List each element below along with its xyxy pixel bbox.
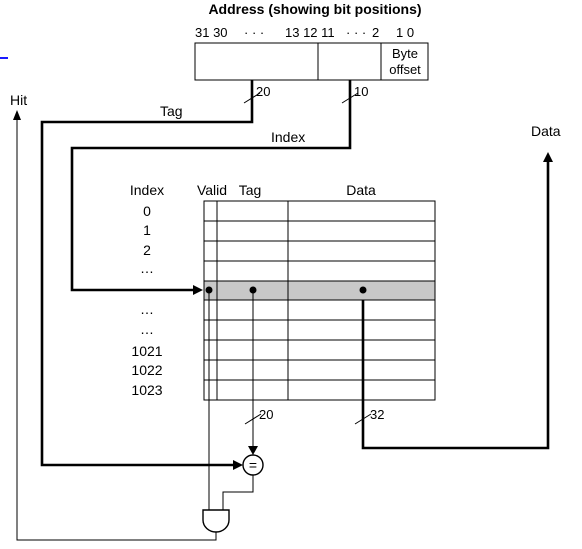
byte-offset-label-line2: offset [389, 62, 421, 77]
index-bus-wire [70, 80, 352, 292]
table-header-index: Index [130, 182, 164, 198]
row-index-1023: 1023 [131, 382, 162, 398]
row-index-2: 2 [143, 242, 151, 258]
comparator-output-wire [222, 475, 254, 510]
row-index-ellipsis-1: … [140, 260, 154, 276]
address-title: Address (showing bit positions) [208, 1, 421, 17]
bit-label-13-12-11: 13 12 11 [285, 25, 335, 40]
row-index-0: 0 [143, 203, 151, 219]
bit-label-31-30: 31 30 [195, 25, 228, 40]
comparator-symbol: = [249, 457, 257, 473]
compare-bus-width-label: 20 [259, 407, 273, 422]
data-output-wire [361, 160, 550, 450]
tag-compare-arrowhead [248, 446, 258, 455]
and-gate [202, 509, 230, 533]
bit-label-dots-2: · · · [346, 25, 366, 40]
index-label: Index [271, 129, 305, 145]
table-header-valid: Valid [197, 182, 227, 198]
selected-row-highlight [204, 281, 435, 300]
data-output-arrowhead [543, 152, 553, 162]
table-header-data: Data [346, 182, 376, 198]
index-bus-arrowhead [193, 285, 203, 295]
cache-table-grid [203, 200, 436, 401]
address-register [194, 42, 429, 81]
data-bus-width-tick [354, 413, 372, 425]
hit-arrowhead [13, 110, 21, 120]
tag-label: Tag [160, 103, 183, 119]
data-dot [359, 286, 367, 294]
row-index-1: 1 [143, 222, 151, 238]
tag-bus-width-tick [243, 92, 261, 104]
hit-wire [16, 118, 217, 541]
compare-bus-width-tick [244, 413, 262, 425]
data-output-label: Data [531, 123, 561, 139]
bit-label-1-0: 1 0 [396, 25, 414, 40]
row-index-1022: 1022 [131, 362, 162, 378]
tag-bus-arrowhead [233, 460, 243, 470]
tag-bit-dot [249, 286, 257, 294]
row-index-ellipsis-3: … [140, 321, 154, 337]
tag-bus-wire [40, 80, 254, 467]
row-index-1021: 1021 [131, 343, 162, 359]
tag-bus-width-label: 20 [256, 84, 270, 99]
bit-label-dots: · · · [244, 25, 264, 40]
row-index-ellipsis-2: … [140, 301, 154, 317]
hit-label: Hit [10, 92, 27, 108]
table-header-tag: Tag [239, 182, 262, 198]
byte-offset-label-line1: Byte [392, 46, 418, 61]
valid-bit-dot [205, 286, 213, 294]
index-bus-width-label: 10 [354, 84, 368, 99]
data-bus-width-label: 32 [370, 407, 384, 422]
bit-label-2: 2 [372, 25, 379, 40]
index-bus-width-tick [341, 92, 359, 104]
